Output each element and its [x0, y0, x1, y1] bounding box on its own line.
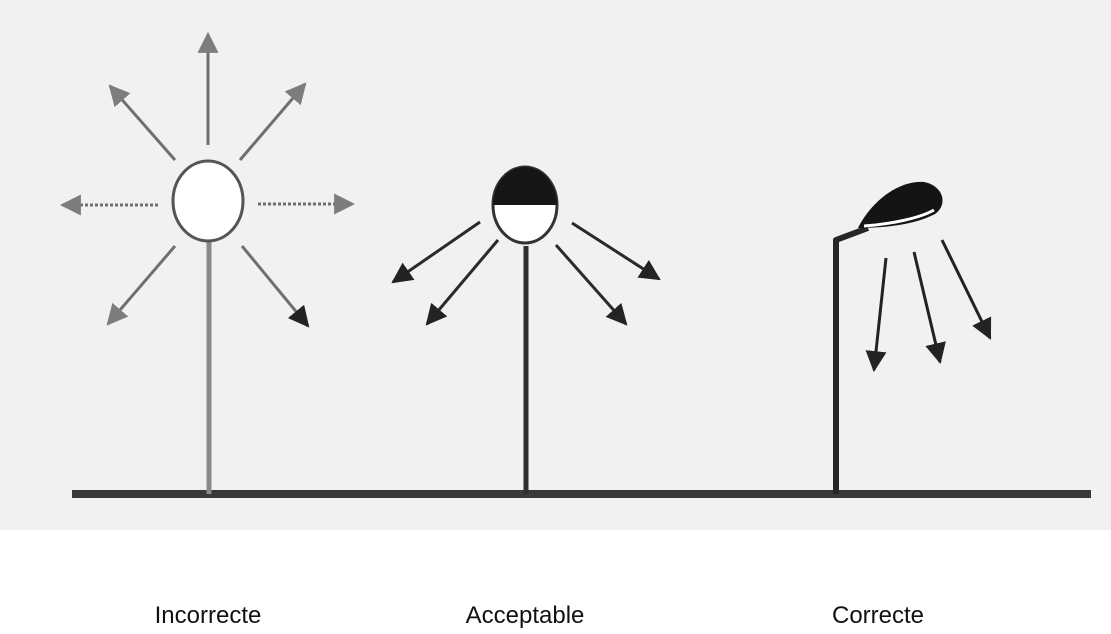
caption-incorrect: Incorrecte	[154, 602, 262, 629]
correct-pole	[833, 225, 870, 494]
ray-down-left-arrow	[106, 245, 177, 326]
caption-correct: Correcte	[831, 602, 925, 629]
acceptable-lamp	[391, 165, 661, 494]
incorrect-globe-bulb	[171, 159, 245, 243]
ray-down-right-arrow	[940, 239, 992, 340]
ray-far-left-arrow	[391, 220, 481, 284]
incorrect-lamp	[59, 31, 356, 494]
correct-lamp	[833, 181, 992, 494]
caption-acceptable: Acceptable	[465, 602, 585, 629]
lighting-diagram	[0, 0, 1111, 530]
ray-down-left-arrow	[865, 257, 888, 373]
ray-right-arrow	[554, 244, 628, 326]
acceptable-top-shield	[493, 167, 557, 205]
ray-down-arrow	[912, 251, 946, 365]
ray-left-arrow	[425, 239, 500, 326]
incorrect-light-rays	[59, 31, 356, 328]
ray-down-right-arrow	[240, 245, 310, 328]
correct-light-rays	[865, 239, 992, 373]
ray-up-left-arrow	[108, 84, 177, 161]
correct-lens	[863, 208, 935, 228]
ray-far-right-arrow	[571, 221, 661, 281]
acceptable-light-rays	[391, 220, 661, 326]
ray-up-right-arrow	[238, 82, 307, 161]
